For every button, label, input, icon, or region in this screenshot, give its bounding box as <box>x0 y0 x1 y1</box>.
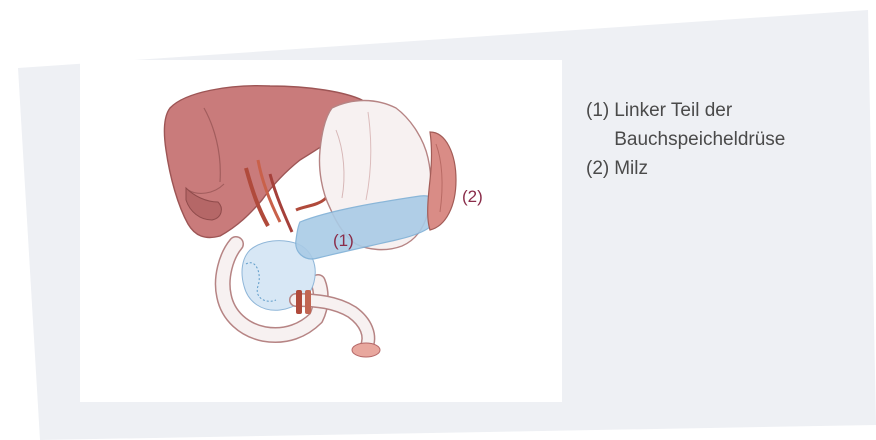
callout-label-2: (2) <box>462 187 483 207</box>
legend-text: Milz <box>614 154 856 183</box>
legend-number: (1) <box>586 96 609 154</box>
callout-label-1: (1) <box>333 231 354 251</box>
legend-item: (1) Linker Teil der Bauchspeicheldrüse <box>586 96 856 154</box>
legend-text: Linker Teil der Bauchspeicheldrüse <box>614 96 856 154</box>
pancreas-left-part <box>296 196 440 259</box>
anatomy-illustration <box>80 60 562 402</box>
legend-number: (2) <box>586 154 609 183</box>
legend-item: (2) Milz <box>586 154 856 183</box>
legend: (1) Linker Teil der Bauchspeicheldrüse (… <box>586 96 856 183</box>
